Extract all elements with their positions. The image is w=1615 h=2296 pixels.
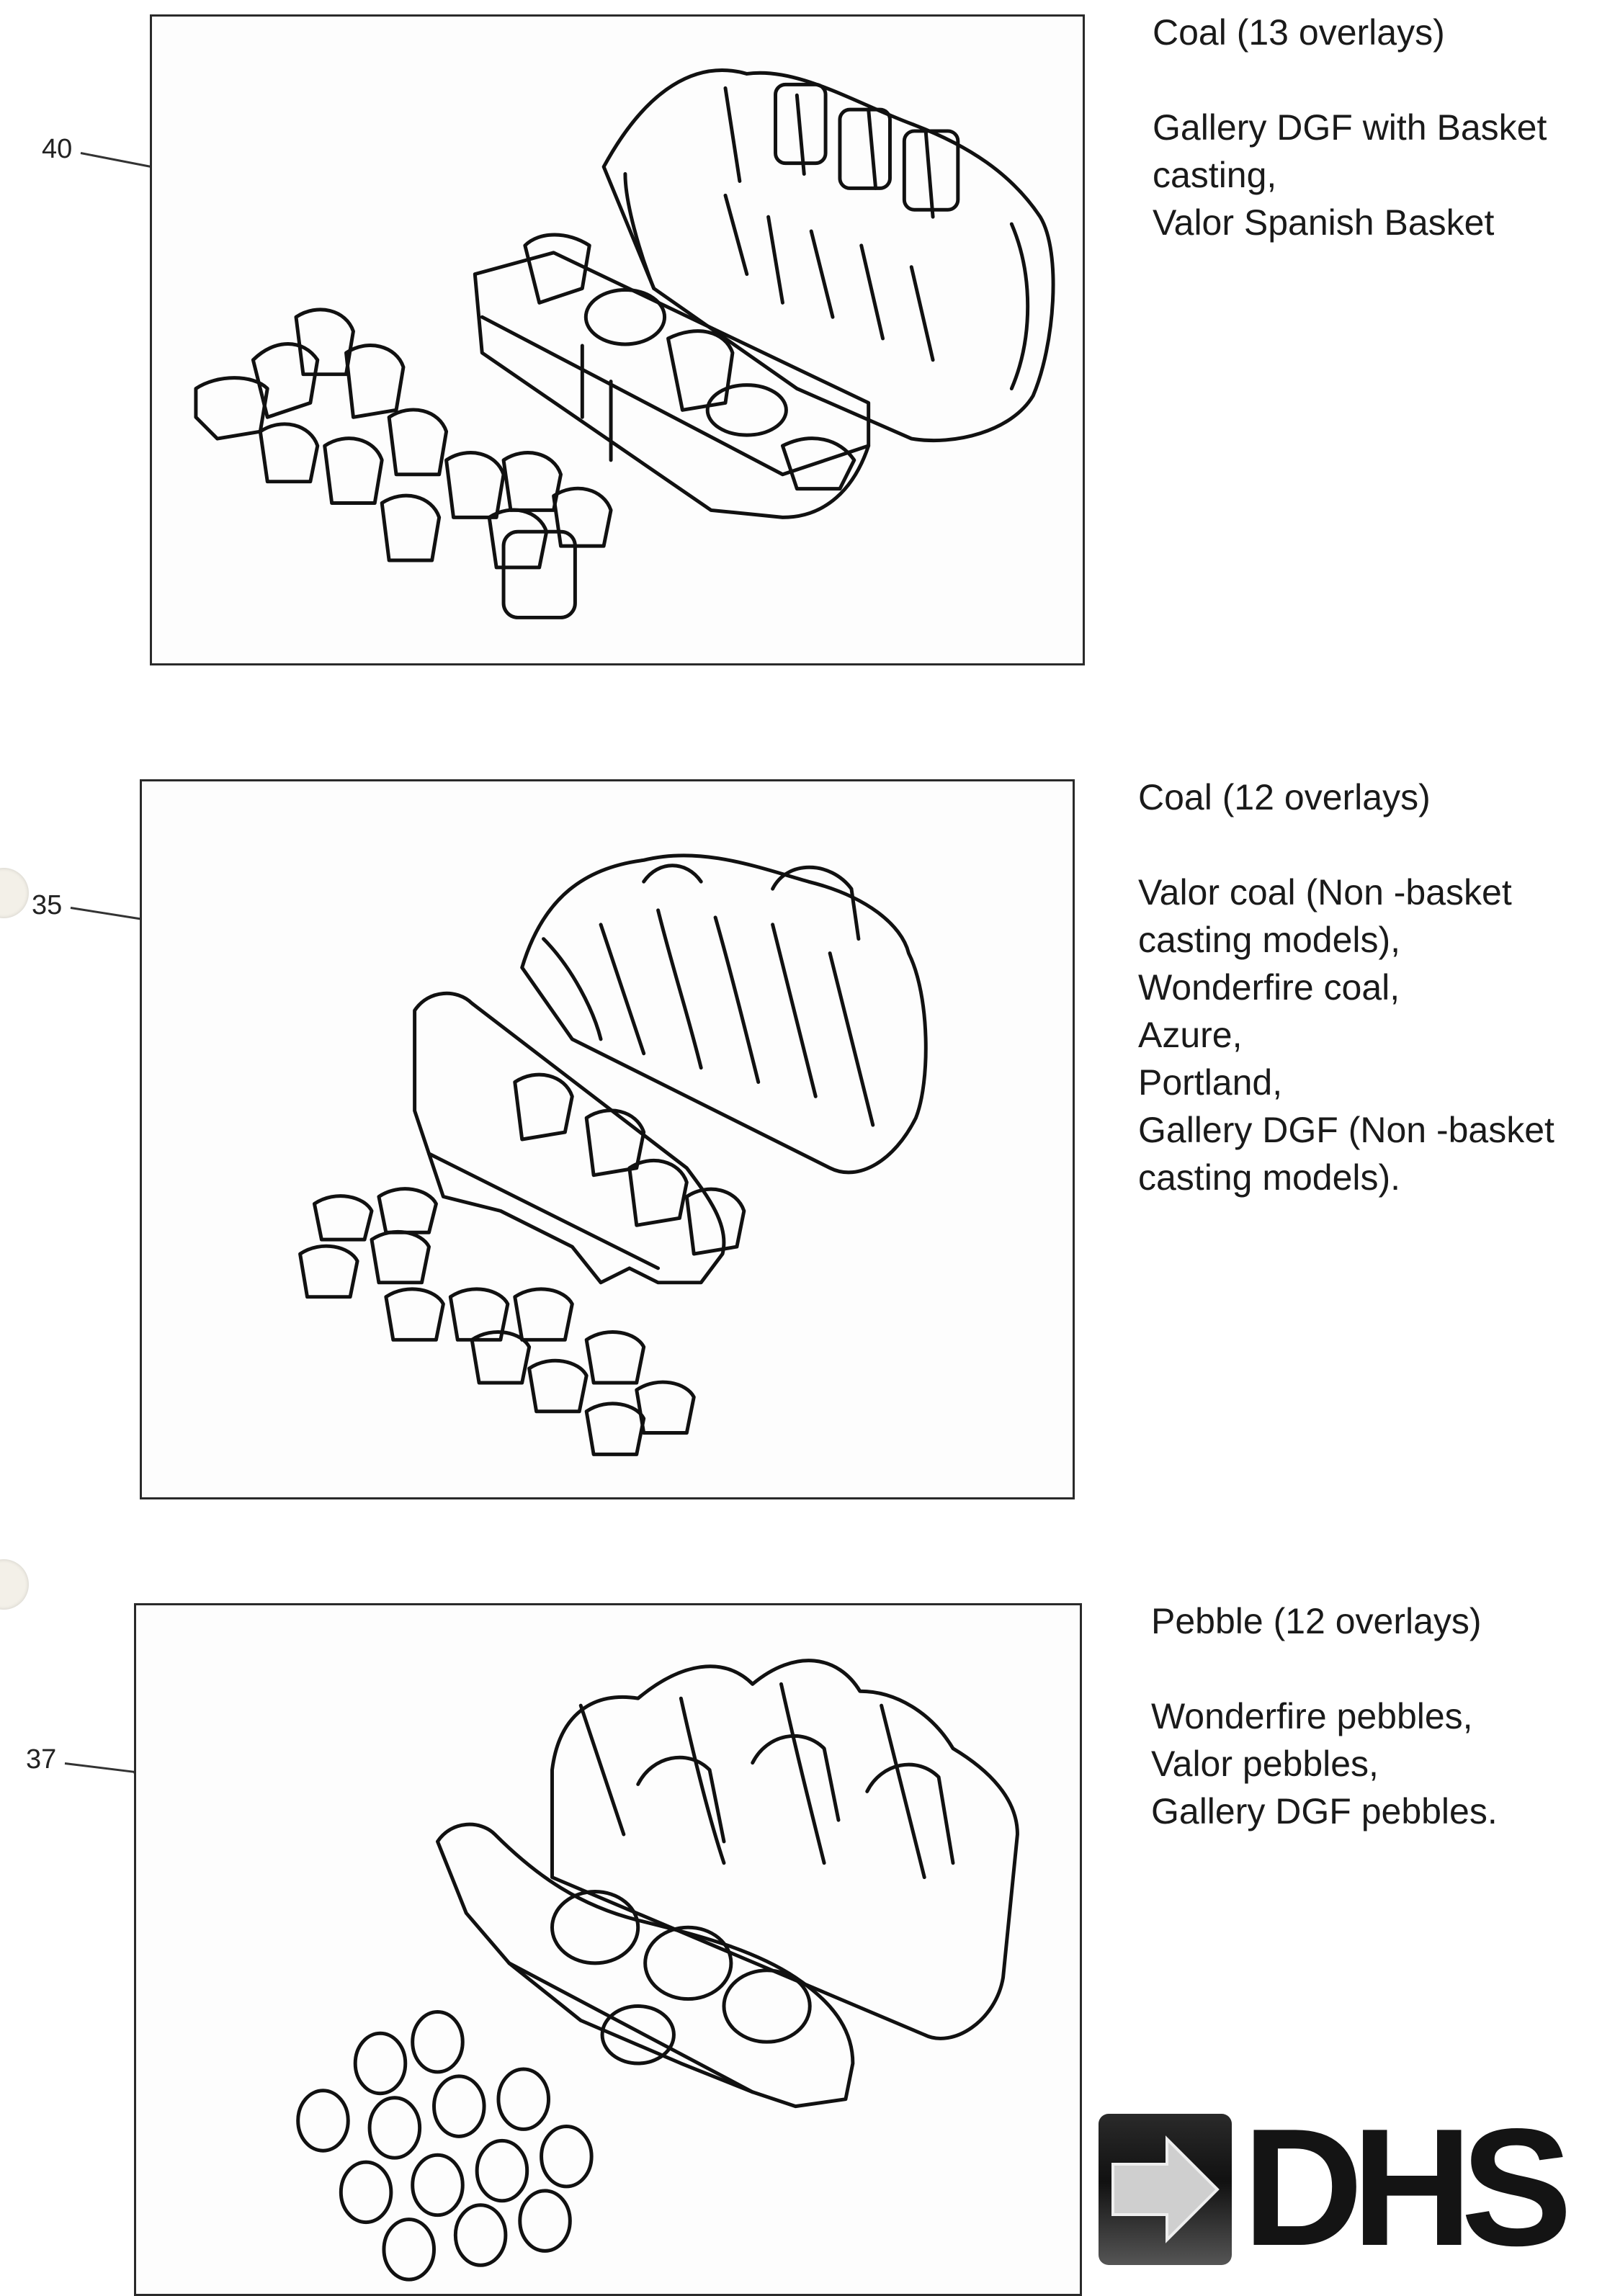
description-line: casting, [1153, 155, 1277, 195]
logo-wordmark: DHS [1243, 2094, 1572, 2281]
illustration-panel-pebble [134, 1603, 1082, 2296]
description-title: Coal (12 overlays) [1138, 777, 1431, 817]
description-line: Wonderfire pebbles, [1151, 1696, 1473, 1736]
description-line: casting models). [1138, 1157, 1401, 1198]
description-line: Wonderfire coal, [1138, 967, 1400, 1008]
description-title: Pebble (12 overlays) [1151, 1601, 1482, 1641]
illustration-panel-coal-basket [150, 14, 1085, 665]
description-line: Gallery DGF pebbles. [1151, 1791, 1498, 1831]
callout-label: 35 [32, 890, 63, 920]
binder-hole [0, 1559, 29, 1610]
callout-leader [80, 152, 156, 169]
description-title: Coal (13 overlays) [1153, 12, 1445, 53]
description-pebble-12: Pebble (12 overlays) Wonderfire pebbles,… [1151, 1597, 1498, 1835]
coal-basket-illustration [194, 68, 1055, 619]
description-line: Valor Spanish Basket [1153, 202, 1495, 243]
description-line: Valor pebbles, [1151, 1744, 1379, 1784]
callout-leader [64, 1762, 137, 1774]
callout-label: 37 [26, 1744, 57, 1775]
callout-leader [70, 907, 146, 921]
description-line: Valor coal (Non -basket [1138, 872, 1512, 912]
arrow-right-icon [1099, 2114, 1232, 2265]
coal-standard-illustration [298, 853, 928, 1456]
description-coal-12: Coal (12 overlays) Valor coal (Non -bask… [1138, 773, 1554, 1201]
pebble-illustration [296, 1659, 1019, 2282]
description-line: Gallery DGF with Basket [1153, 107, 1547, 148]
binder-hole [0, 868, 29, 918]
description-coal-13: Coal (13 overlays) Gallery DGF with Bask… [1153, 9, 1547, 246]
description-line: Portland, [1138, 1062, 1283, 1103]
description-line: Gallery DGF (Non -basket [1138, 1110, 1554, 1150]
illustration-panel-coal-standard [140, 779, 1075, 1499]
dhs-logo: DHS [1099, 2098, 1588, 2278]
description-line: casting models), [1138, 920, 1401, 960]
callout-label: 40 [42, 134, 73, 164]
description-line: Azure, [1138, 1015, 1243, 1055]
